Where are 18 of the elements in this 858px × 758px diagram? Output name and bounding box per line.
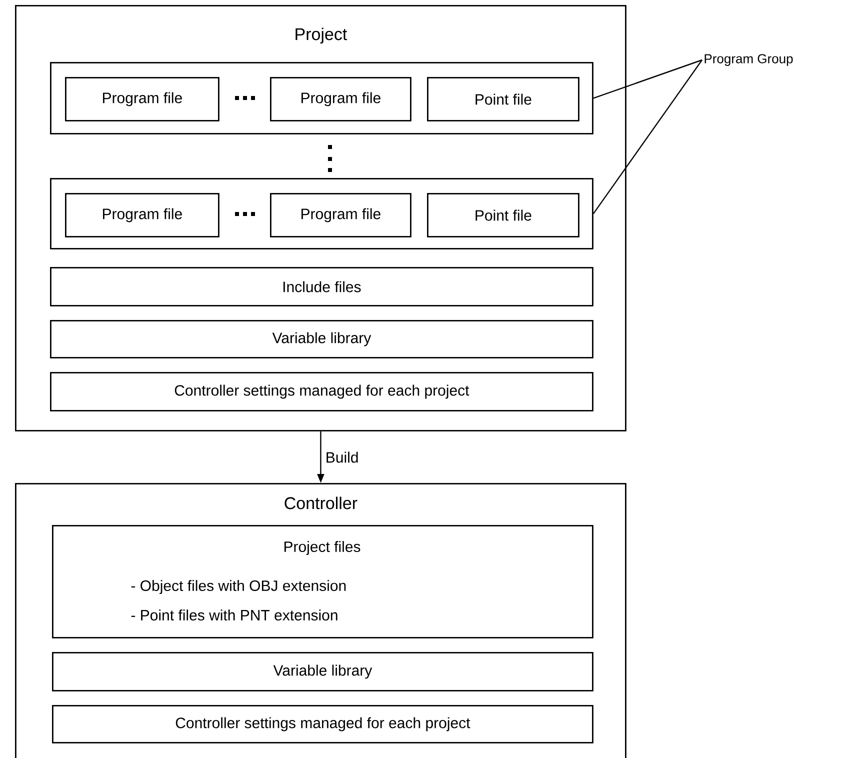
file-box: Program file — [270, 77, 412, 122]
file-box: Program file — [65, 193, 220, 238]
library-box: Variable library — [52, 652, 594, 692]
file-box: Program file — [65, 77, 220, 122]
settings-box: Controller settings managed for each project — [50, 372, 594, 412]
program-group-box — [50, 178, 594, 250]
file-box: Point file — [427, 77, 580, 122]
leader-line — [592, 60, 702, 214]
library-box: Variable library — [50, 320, 594, 358]
file-box: Point file — [427, 193, 580, 238]
file-box: Program file — [270, 193, 412, 238]
group-label: Program Group — [704, 54, 793, 66]
project-files-box: Project files - Object files with OBJ extension - Point files with PNT extension — [52, 525, 594, 638]
program-group-box — [50, 62, 594, 134]
edge-label: Build — [326, 452, 358, 463]
settings-box: Controller settings managed for each project — [52, 705, 594, 744]
file-box: Include files — [50, 267, 594, 306]
leader-line — [593, 59, 702, 99]
